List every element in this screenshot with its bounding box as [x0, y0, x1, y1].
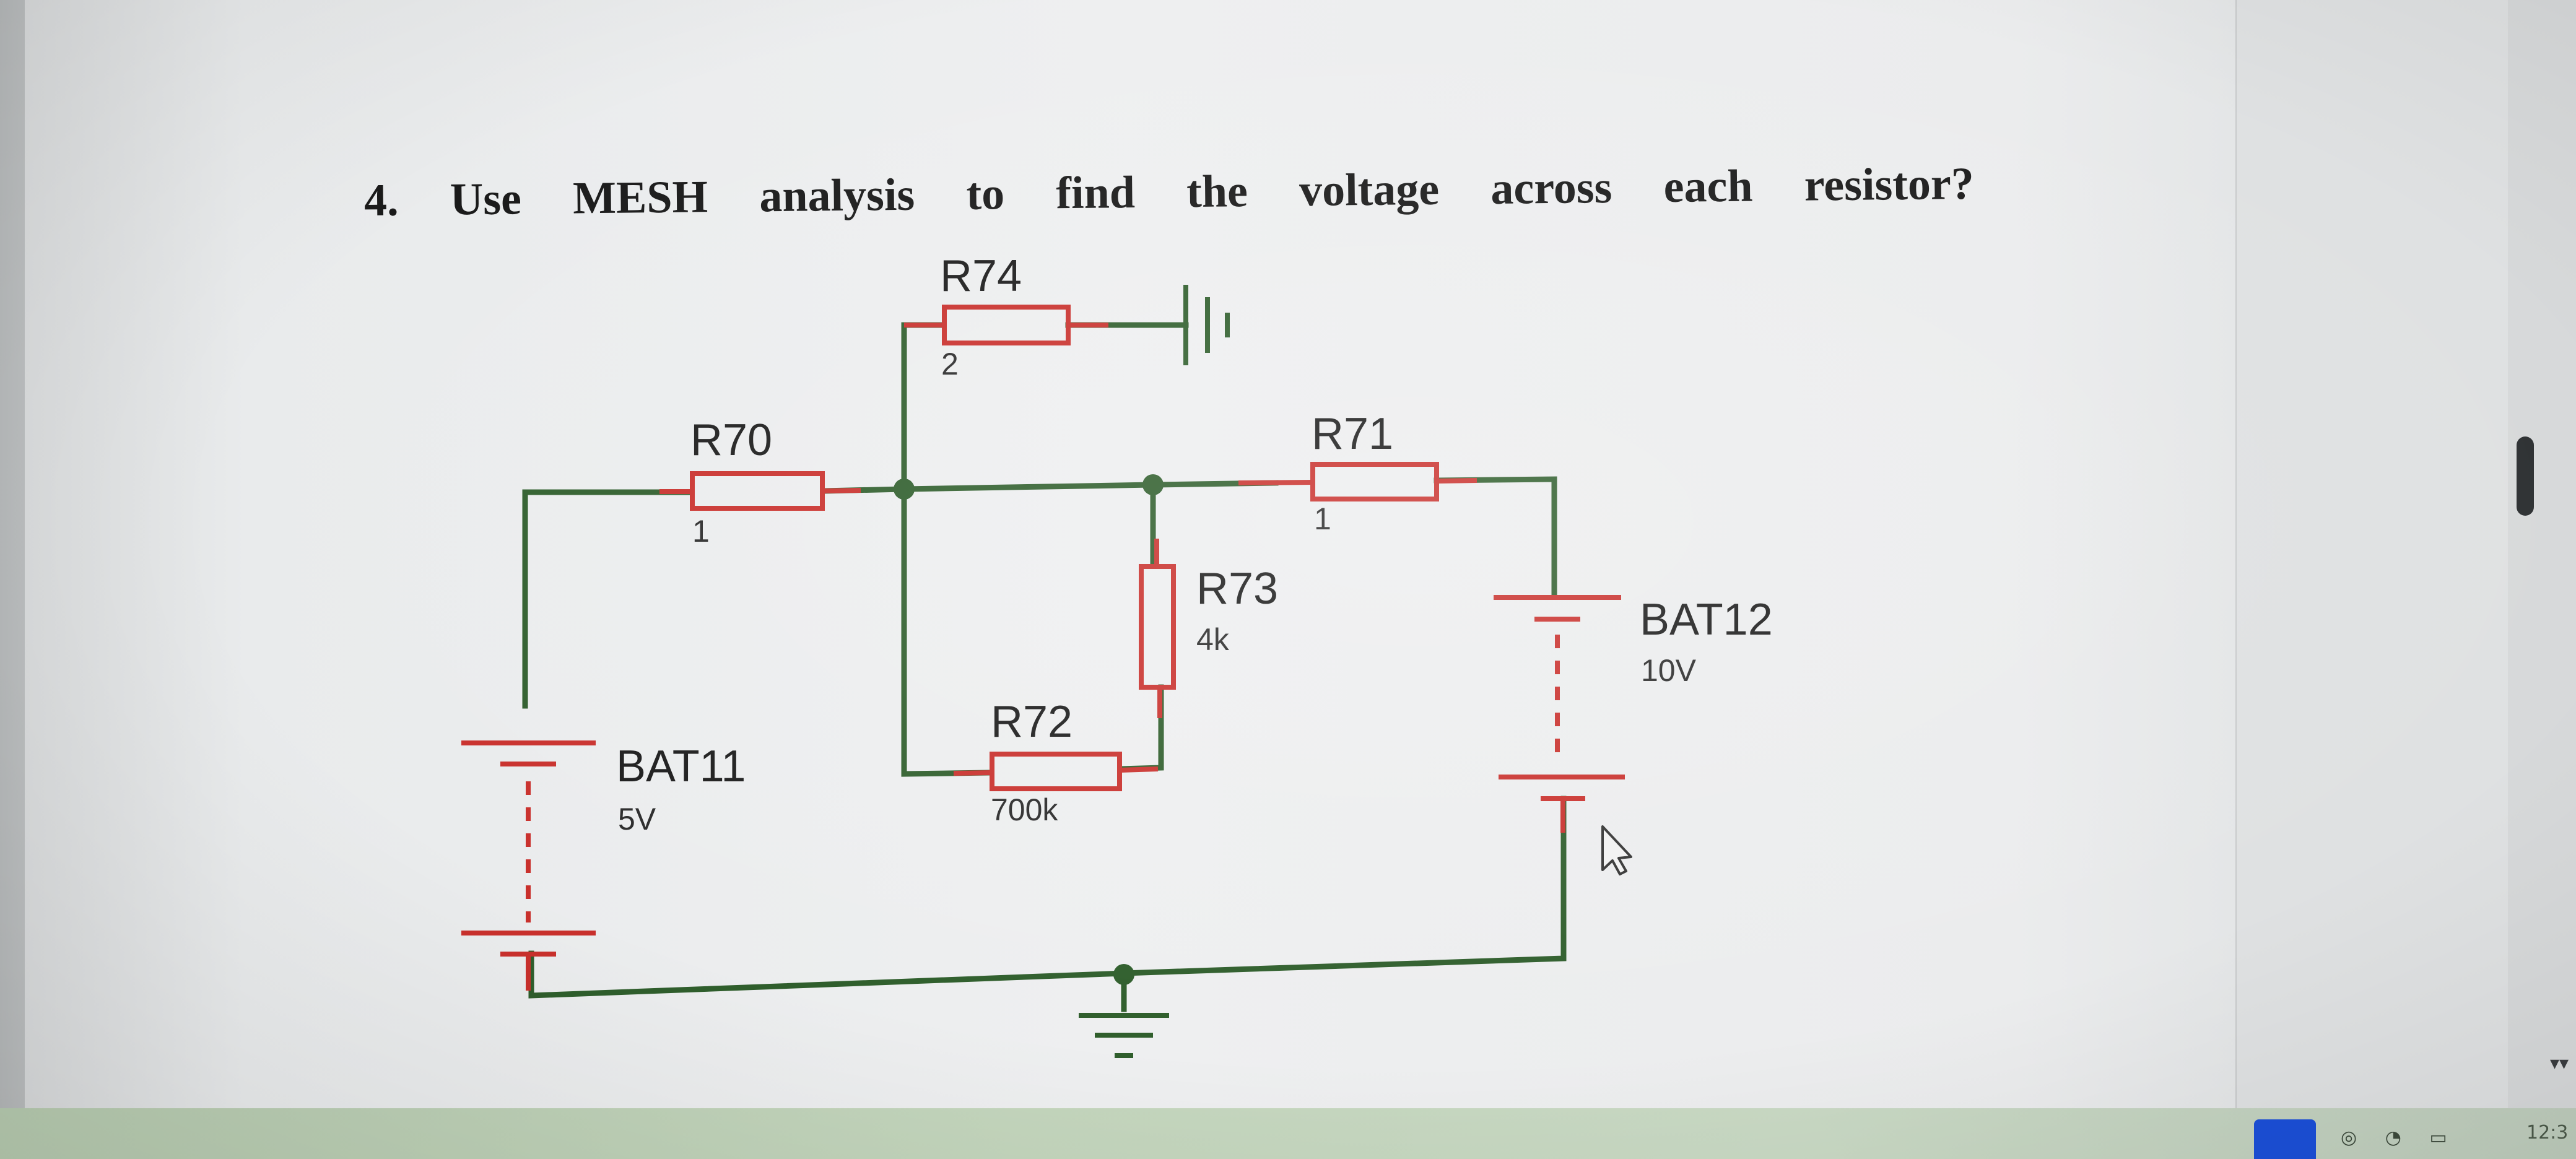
r71-lead-right — [1436, 478, 1477, 484]
r70-value-label: 1 — [692, 514, 710, 549]
document-margin — [2235, 0, 2509, 1108]
junction-node-a — [894, 479, 915, 500]
taskbar-clock[interactable]: 12:3 — [2526, 1122, 2569, 1144]
bat12-value-label: 10V — [1641, 653, 1697, 688]
wire-left-top — [522, 489, 695, 709]
wire-nodeA-r74 — [901, 322, 944, 492]
r71-value-label: 1 — [1314, 501, 1331, 536]
wire-bat12-bottom — [1121, 796, 1567, 976]
system-tray[interactable]: ◎ ◔ ▭ — [2341, 1127, 2458, 1148]
ground-icon — [1183, 285, 1230, 365]
r70-lead-right — [822, 488, 861, 493]
battery-bat11[interactable]: BAT11 5V — [461, 740, 746, 991]
document-page — [25, 0, 2235, 1108]
r72-lead-right — [1119, 766, 1159, 773]
resistor-r74[interactable]: R74 2 — [904, 251, 1108, 381]
taskbar-app-button[interactable] — [2254, 1119, 2316, 1159]
r73-body — [1139, 564, 1176, 690]
r72-body — [990, 752, 1122, 791]
scrollbar-track[interactable] — [2508, 0, 2576, 1108]
r72-ref-label: R72 — [991, 697, 1073, 747]
r70-body — [690, 471, 825, 511]
wire-nodeA-nodeB — [901, 482, 1156, 492]
scrollbar-thumb[interactable] — [2517, 436, 2534, 516]
wire-bottom-bat11 — [528, 950, 1127, 999]
resistor-r73[interactable]: R73 4k — [1139, 539, 1278, 718]
r73-value-label: 4k — [1196, 622, 1230, 657]
r73-ref-label: R73 — [1196, 564, 1278, 614]
mouse-pointer-icon — [1601, 825, 1632, 875]
junction-node-b — [1142, 474, 1164, 495]
resistor-r72[interactable]: R72 700k — [953, 697, 1159, 827]
resistor-r70[interactable]: R70 1 — [659, 415, 861, 549]
r74-value-label: 2 — [941, 347, 959, 381]
resistor-r71[interactable]: R71 1 — [1238, 409, 1477, 536]
wire-nodeA-r72 — [901, 486, 994, 777]
bat11-value-label: 5V — [618, 802, 656, 836]
bat12-ref-label: BAT12 — [1640, 595, 1773, 645]
junction-node-ground — [1113, 964, 1134, 985]
wire-r71-bat12 — [1434, 476, 1557, 597]
r71-lead-left — [1238, 480, 1313, 485]
circuit-wires — [522, 322, 1567, 1012]
r74-body — [942, 305, 1071, 345]
taskbar — [0, 1108, 2576, 1159]
battery-bat12[interactable]: BAT12 10V — [1494, 595, 1773, 833]
r71-ref-label: R71 — [1312, 409, 1393, 459]
r72-value-label: 700k — [991, 792, 1058, 827]
r74-ref-label: R74 — [940, 251, 1022, 301]
r70-ref-label: R70 — [690, 415, 772, 465]
r71-body — [1310, 462, 1439, 501]
wire-r73-r72 — [1118, 684, 1164, 772]
chevron-down-icon[interactable]: ▾▾ — [2550, 1053, 2569, 1074]
ground-icon — [1079, 1013, 1169, 1058]
bat11-ref-label: BAT11 — [616, 742, 746, 791]
